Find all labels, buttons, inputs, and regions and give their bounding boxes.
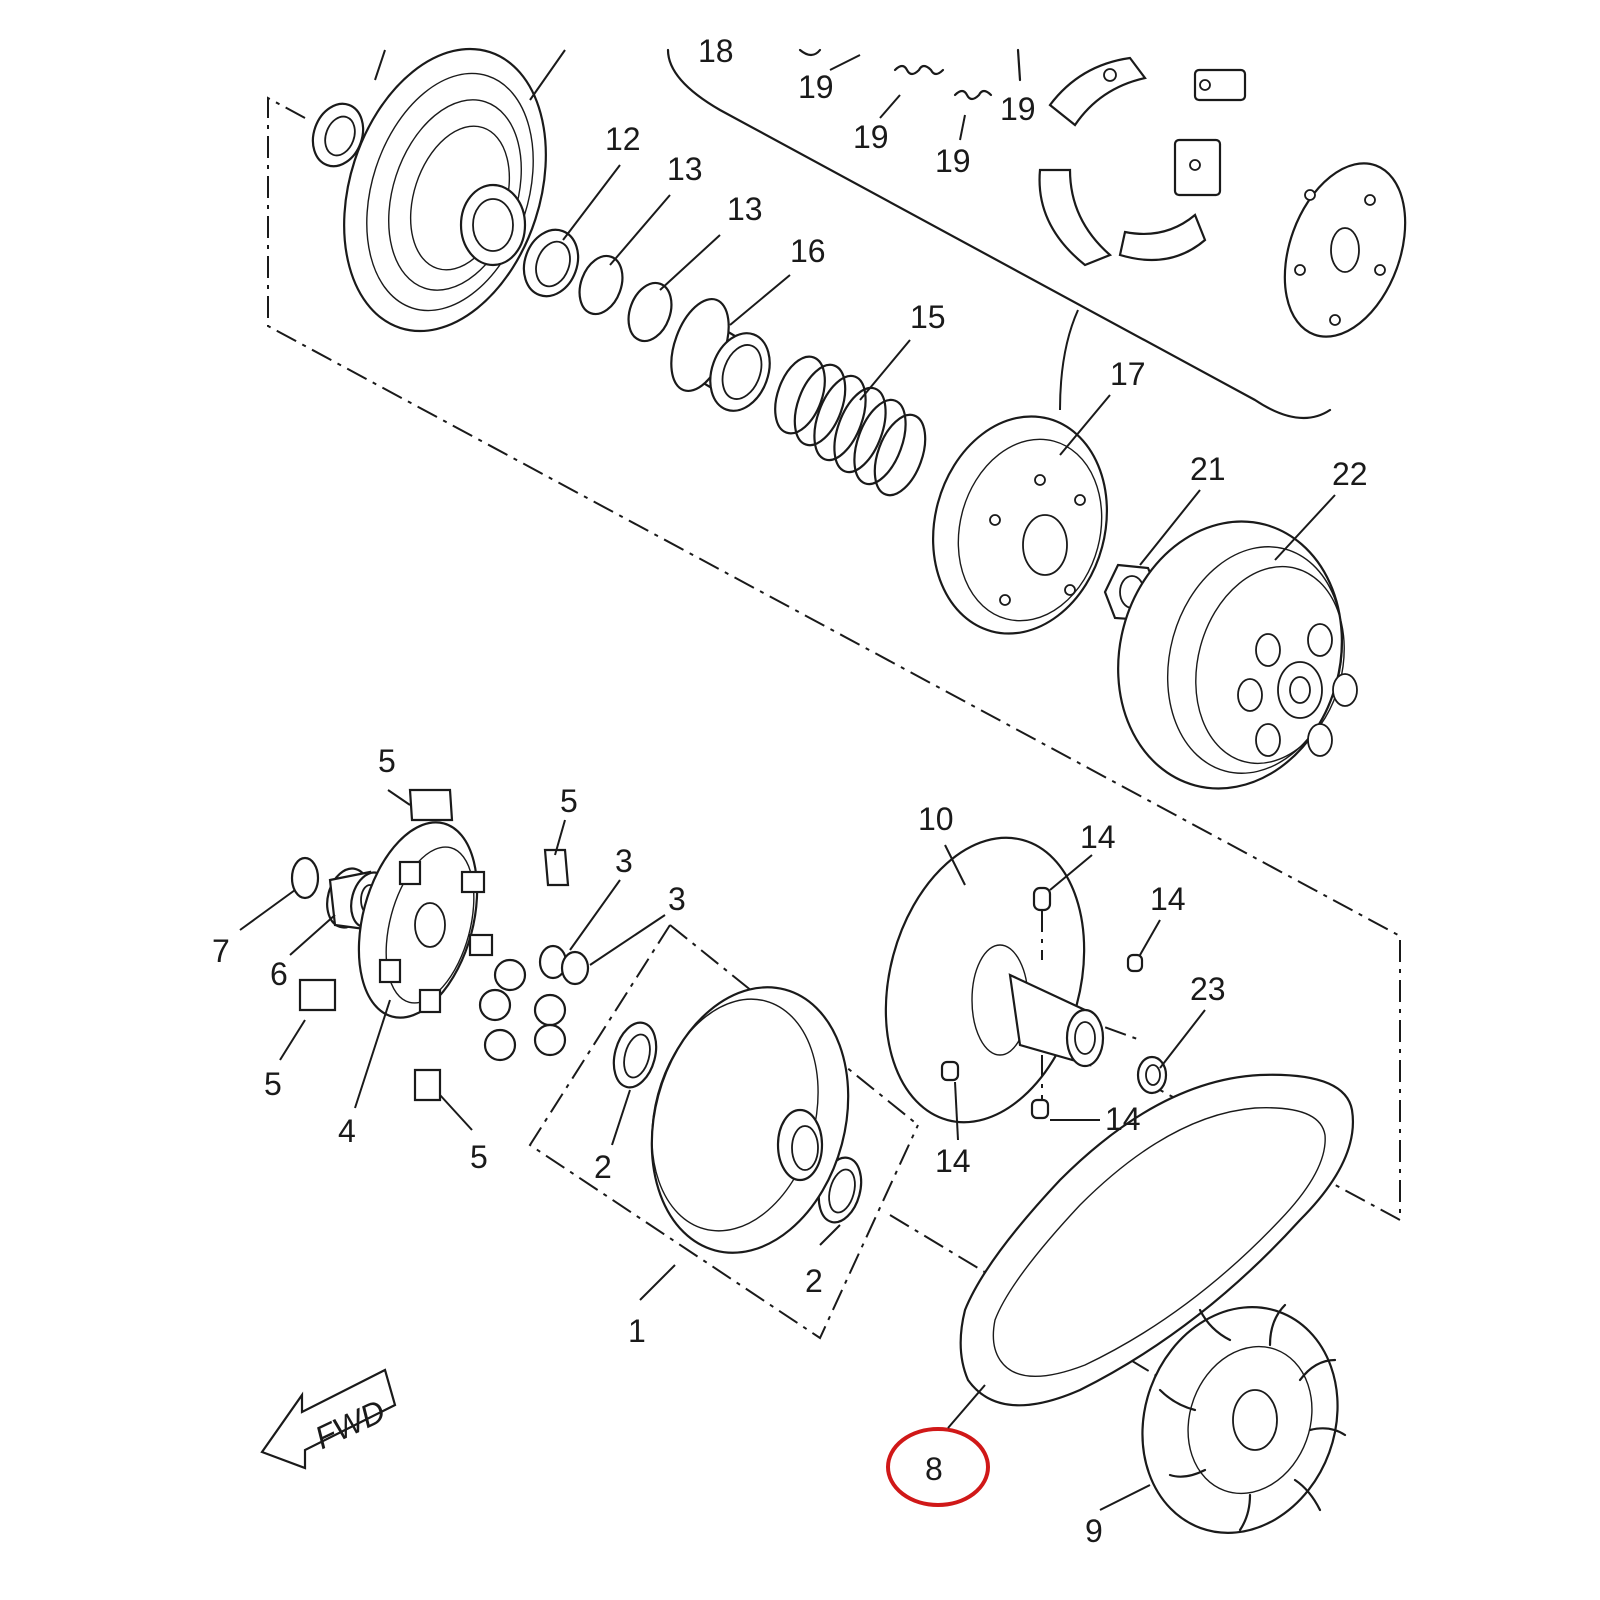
callout-21: 21 xyxy=(1190,451,1226,487)
callout-19: 19 xyxy=(1000,91,1036,127)
part-9-cooling-fan xyxy=(1141,1303,1347,1534)
part-16-guide-collar xyxy=(670,297,771,412)
part-1-primary-sliding-sheave xyxy=(650,986,850,1254)
part-4-cam-plate xyxy=(357,821,494,1019)
clutch-shoe-plate xyxy=(1283,162,1407,338)
part-22-clutch-housing xyxy=(1117,520,1358,790)
callout-5: 5 xyxy=(470,1139,488,1175)
callout-leader-lines xyxy=(239,49,1336,1511)
callout-12: 12 xyxy=(605,121,641,157)
oil-seal-ring xyxy=(311,102,365,168)
callout-19: 19 xyxy=(853,119,889,155)
callout-2: 2 xyxy=(594,1149,612,1185)
part-14-pins xyxy=(940,886,1144,1120)
callout-14: 14 xyxy=(1080,819,1116,855)
callout-17: 17 xyxy=(1110,356,1146,392)
callout-15: 15 xyxy=(910,299,946,335)
callout-6: 6 xyxy=(270,956,288,992)
part-19-springs xyxy=(798,48,1022,101)
callout-22: 22 xyxy=(1332,456,1368,492)
secondary-sliding-sheave xyxy=(343,47,547,333)
part-7-o-ring xyxy=(290,856,320,900)
callout-13: 13 xyxy=(667,151,703,187)
part-23-washer xyxy=(1136,1055,1168,1095)
clutch-subassembly-frame xyxy=(666,48,1332,420)
callout-2: 2 xyxy=(805,1263,823,1299)
callout-10: 10 xyxy=(918,801,954,837)
callout-labels: 18 19 19 19 19 12 13 13 16 15 17 21 22 5… xyxy=(212,33,1368,1549)
part-13-o-ring-a xyxy=(578,254,624,316)
part-10-secondary-fixed-sheave xyxy=(884,836,1105,1124)
clutch-shoe-assembly xyxy=(1038,56,1247,267)
callout-4: 4 xyxy=(338,1113,356,1149)
callout-23: 23 xyxy=(1190,971,1226,1007)
callout-5: 5 xyxy=(378,743,396,779)
callout-9: 9 xyxy=(1085,1513,1103,1549)
callout-5: 5 xyxy=(560,783,578,819)
callout-8: 8 xyxy=(925,1451,943,1487)
part-15-compression-spring xyxy=(774,355,927,497)
callout-14: 14 xyxy=(935,1143,971,1179)
callout-16: 16 xyxy=(790,233,826,269)
callout-19: 19 xyxy=(798,69,834,105)
callout-3: 3 xyxy=(615,843,633,879)
part-17-clutch-carrier xyxy=(932,415,1108,635)
callout-3: 3 xyxy=(668,881,686,917)
highlight-circle xyxy=(886,1427,990,1507)
callout-1: 1 xyxy=(628,1313,646,1349)
callout-5: 5 xyxy=(264,1066,282,1102)
callout-13: 13 xyxy=(727,191,763,227)
callout-14: 14 xyxy=(1150,881,1186,917)
part-8-v-belt xyxy=(959,1073,1354,1407)
forward-direction-arrow: FWD xyxy=(260,1368,397,1470)
callout-18: 18 xyxy=(698,33,734,69)
part-13-o-ring-b xyxy=(627,281,673,343)
callout-7: 7 xyxy=(212,933,230,969)
callout-14: 14 xyxy=(1105,1101,1141,1137)
part-5-slider-pieces xyxy=(298,788,570,1102)
callout-19: 19 xyxy=(935,143,971,179)
part-3-weight-rollers xyxy=(478,944,590,1062)
part-12-oil-seal xyxy=(522,228,580,298)
